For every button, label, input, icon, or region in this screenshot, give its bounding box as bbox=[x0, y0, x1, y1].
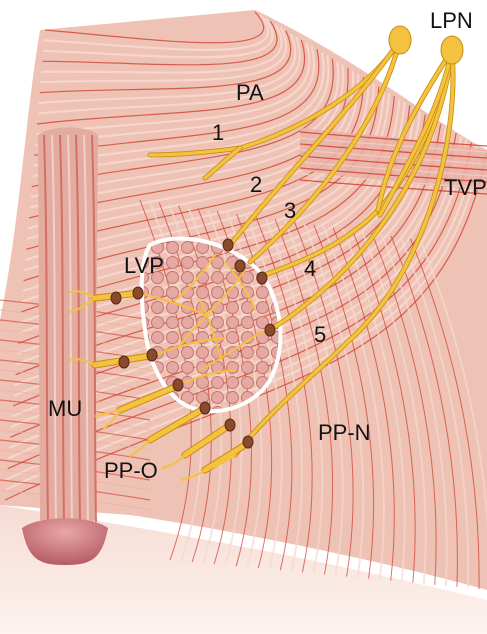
label-branch-1: 1 bbox=[212, 120, 224, 145]
label-branch-4: 4 bbox=[304, 256, 316, 281]
ganglion-bead bbox=[200, 402, 210, 414]
label-lpn: LPN bbox=[430, 8, 473, 33]
ganglion-bead bbox=[119, 356, 129, 368]
ganglion-bead bbox=[223, 239, 233, 251]
label-pa: PA bbox=[236, 80, 264, 105]
label-branch-3: 3 bbox=[284, 198, 296, 223]
ganglion-bead bbox=[235, 260, 245, 272]
label-tvp: TVP bbox=[444, 175, 487, 200]
label-lvp: LVP bbox=[124, 253, 164, 278]
ganglion-bead bbox=[265, 324, 275, 336]
label-pp-n: PP-N bbox=[318, 420, 371, 445]
nerve-origin-right bbox=[441, 36, 463, 64]
ganglion-bead bbox=[225, 419, 235, 431]
ganglion-bead bbox=[147, 349, 157, 361]
ganglion-bead bbox=[243, 436, 253, 448]
ganglion-bead bbox=[111, 292, 121, 304]
nerve-origin-left bbox=[389, 26, 411, 54]
ganglion-bead bbox=[133, 287, 143, 299]
label-pp-o: PP-O bbox=[104, 458, 158, 483]
label-branch-5: 5 bbox=[314, 322, 326, 347]
ganglion-bead bbox=[173, 379, 183, 391]
label-mu: MU bbox=[48, 396, 82, 421]
ganglion-bead bbox=[257, 272, 267, 284]
label-branch-2: 2 bbox=[250, 172, 262, 197]
